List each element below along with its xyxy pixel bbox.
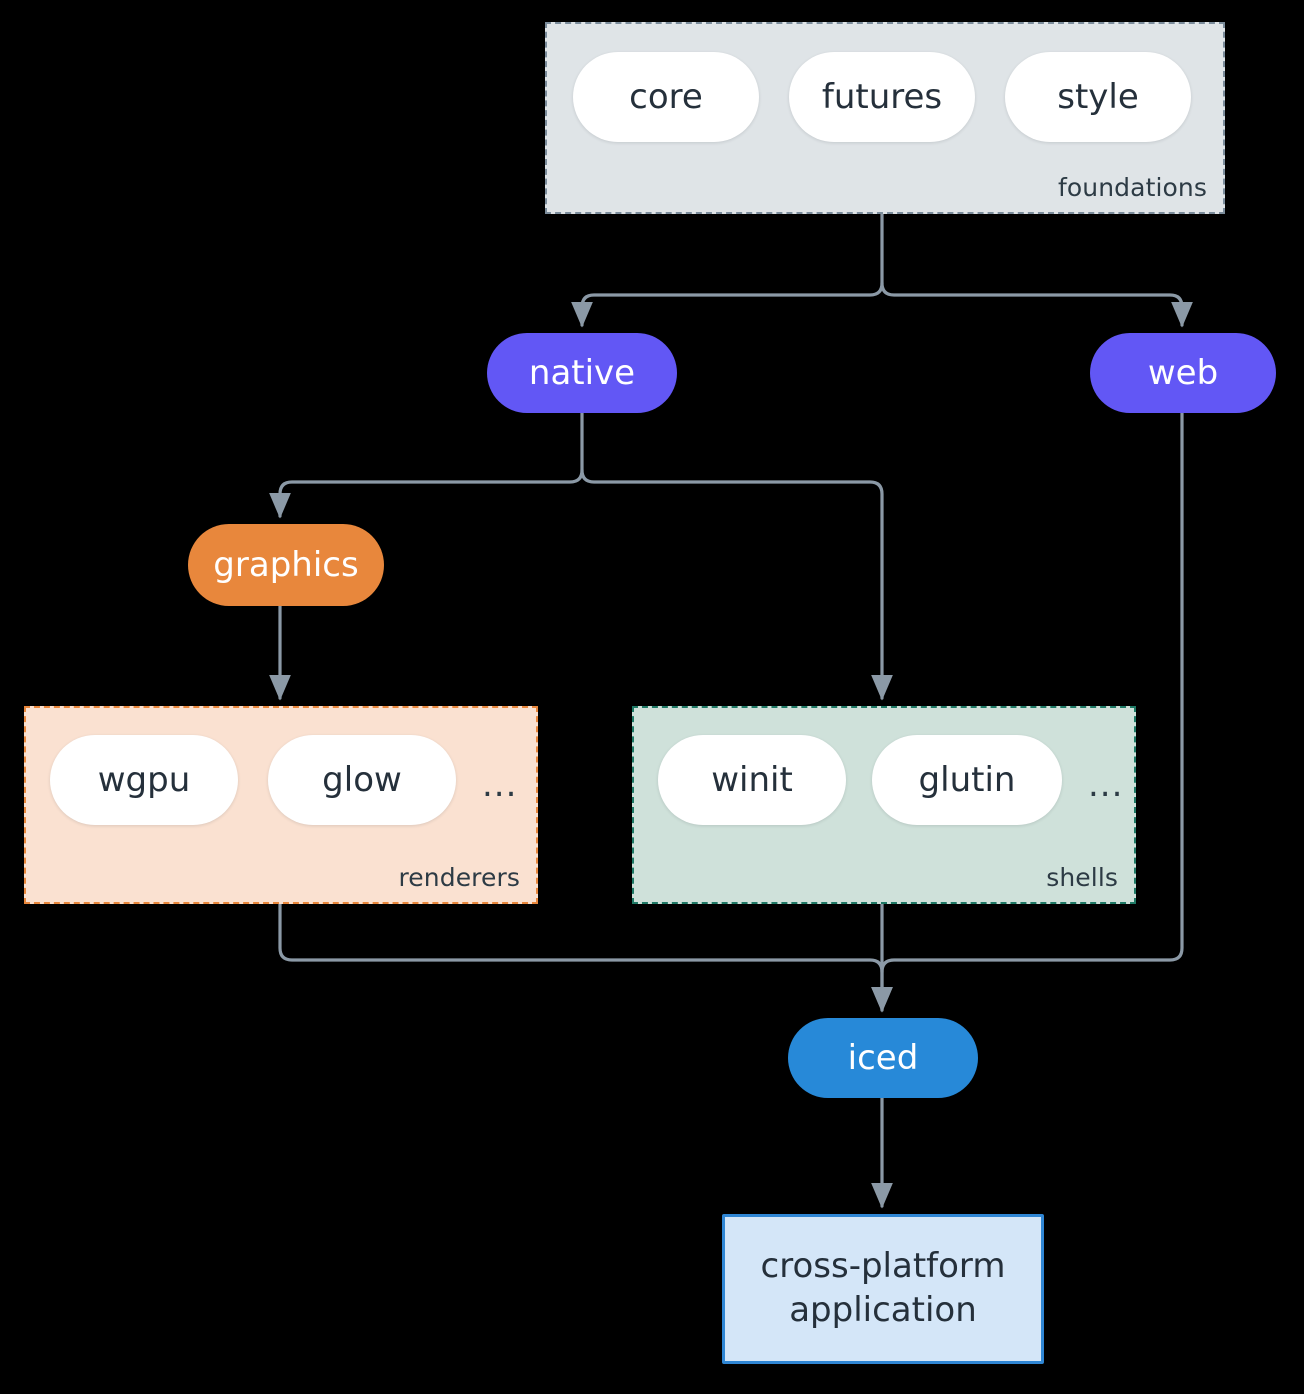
leaf-futures-label: futures	[821, 77, 943, 117]
leaf-futures[interactable]: futures	[789, 52, 975, 142]
leaf-wgpu[interactable]: wgpu	[50, 735, 238, 825]
leaf-winit[interactable]: winit	[658, 735, 846, 825]
leaf-core[interactable]: core	[573, 52, 759, 142]
node-iced[interactable]: iced	[788, 1018, 978, 1098]
leaf-glutin[interactable]: glutin	[872, 735, 1062, 825]
leaf-winit-label: winit	[711, 760, 793, 800]
edge-renderers-iced	[278, 902, 893, 1013]
node-graphics[interactable]: graphics	[188, 524, 384, 606]
cluster-shells-label: shells	[1046, 863, 1118, 892]
node-native[interactable]: native	[487, 333, 677, 413]
edge-foundations-web	[880, 281, 1193, 328]
cluster-foundations-label: foundations	[1058, 173, 1207, 202]
edge-foundations-native	[571, 212, 884, 328]
node-application-line1: cross-platform	[760, 1246, 1006, 1287]
node-application[interactable]: cross-platform application	[722, 1214, 1044, 1364]
leaf-core-label: core	[629, 77, 703, 117]
cluster-renderers-label: renderers	[398, 863, 520, 892]
node-native-label: native	[528, 353, 636, 393]
edge-native-graphics	[269, 411, 584, 519]
node-web-label: web	[1147, 353, 1219, 393]
node-web[interactable]: web	[1090, 333, 1276, 413]
leaf-style[interactable]: style	[1005, 52, 1191, 142]
edge-native-shells	[580, 468, 893, 701]
renderers-ellipsis: ...	[482, 765, 518, 805]
leaf-style-label: style	[1057, 77, 1139, 117]
node-graphics-label: graphics	[213, 545, 359, 585]
leaf-wgpu-label: wgpu	[97, 760, 191, 800]
node-application-line2: application	[789, 1290, 977, 1330]
shells-ellipsis: ...	[1088, 765, 1124, 805]
node-iced-label: iced	[847, 1038, 919, 1078]
leaf-glow[interactable]: glow	[268, 735, 456, 825]
leaf-glutin-label: glutin	[918, 760, 1016, 800]
leaf-glow-label: glow	[322, 760, 402, 800]
